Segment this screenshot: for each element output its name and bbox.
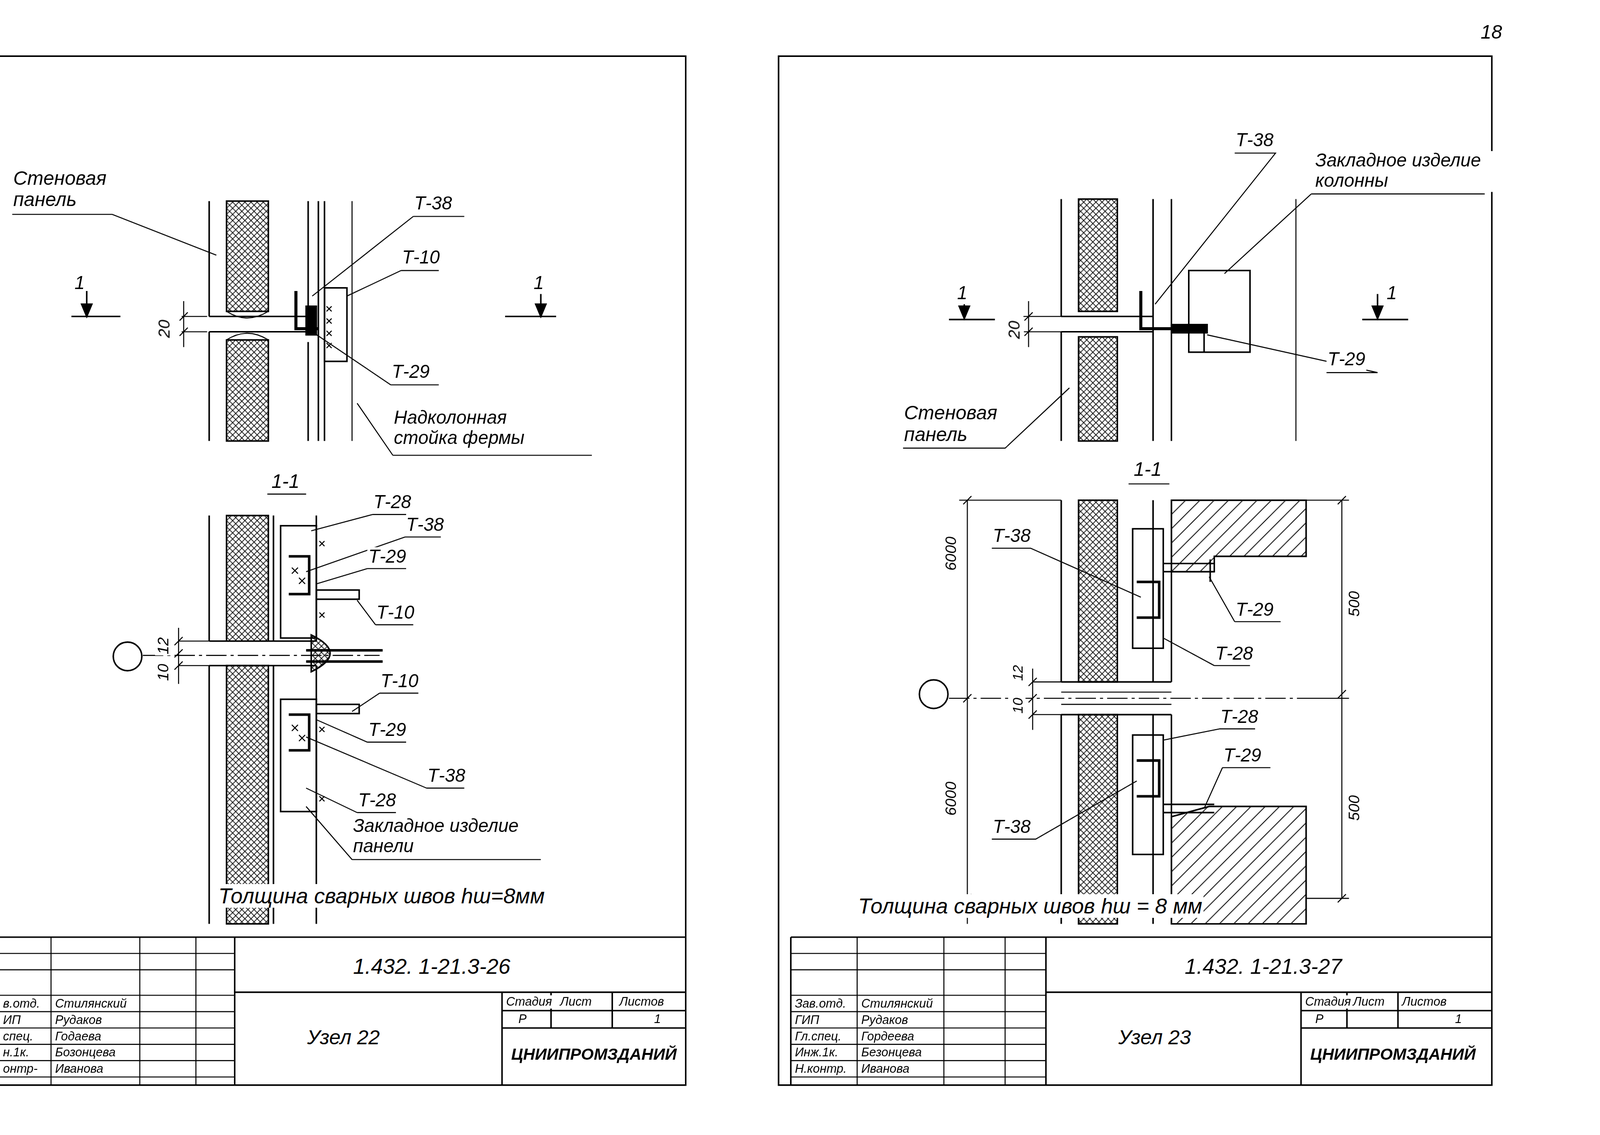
title-block-cell: н.1к.: [1, 1045, 30, 1060]
title-block-cell: Бозонцева: [54, 1045, 117, 1060]
part-mark: Т-38: [405, 515, 446, 536]
node-23-section: [919, 483, 1350, 924]
title-block-cell: Годаева: [54, 1029, 103, 1043]
title-block-cell: Гл.спец.: [793, 1029, 843, 1043]
dimension: 20: [1005, 319, 1024, 341]
part-name: Закладное изделие колонны: [1314, 150, 1495, 192]
dimension: 500: [1345, 589, 1363, 618]
organization-name: ЦНИИПРОМЗДАНИЙ: [1309, 1044, 1477, 1063]
title-block-cell: Стадия: [505, 995, 553, 1009]
part-mark: Т-10: [379, 671, 420, 692]
section-title: 1-1: [270, 471, 301, 493]
part-mark: Т-28: [372, 492, 413, 514]
title-block-cell: Лист: [559, 995, 593, 1009]
part-mark: Т-38: [413, 193, 454, 215]
title-block-cell: Н.контр.: [793, 1062, 848, 1076]
title-block-cell: Инж.1к.: [793, 1045, 840, 1060]
weld-note: Толщина сварных швов hш=8мм: [217, 883, 547, 908]
node-23-elevation: [902, 152, 1485, 448]
part-mark: Т-38: [991, 526, 1032, 548]
title-block-cell: Зав.отд.: [793, 997, 848, 1011]
dimension: 6000: [943, 535, 960, 572]
title-block-cell: спец.: [1, 1029, 35, 1043]
drawing-name: Узел 22: [306, 1025, 382, 1049]
part-name: Стеновая панель: [902, 403, 1008, 446]
part-mark: Т-28: [356, 790, 397, 811]
title-block-cell: Иванова: [54, 1062, 105, 1076]
title-block-cell: 1: [653, 1012, 662, 1026]
title-block-cell: 1: [1453, 1012, 1463, 1026]
title-block-cell: Стадия: [1304, 995, 1353, 1009]
dimension: 12: [155, 636, 173, 656]
title-block-cell: Р: [517, 1012, 528, 1026]
title-block-cell: Листов: [618, 995, 666, 1009]
dimension: 10: [1010, 696, 1026, 715]
page-number: 18: [1479, 22, 1504, 44]
organization-name: ЦНИИПРОМЗДАНИЙ: [510, 1044, 678, 1063]
title-block-cell: Р: [1314, 1012, 1325, 1026]
sheet-frames: [0, 55, 1492, 1085]
part-mark: Т-29: [1326, 350, 1367, 371]
weld-note: Толщина сварных швов hш = 8 мм: [857, 893, 1204, 918]
dimension: 10: [155, 662, 173, 683]
part-mark: Т-28: [1219, 707, 1260, 728]
title-block-cell: онтр-: [1, 1062, 39, 1076]
part-name: Стеновая панель: [12, 168, 117, 211]
title-block-cell: Стилянский: [860, 997, 934, 1011]
section-title: 1-1: [1132, 459, 1163, 481]
part-mark: Т-29: [367, 720, 408, 741]
title-block-cell: Иванова: [860, 1062, 911, 1076]
section-mark: 1: [1385, 283, 1398, 304]
section-mark: 1: [956, 283, 969, 304]
node-22-elevation: [12, 201, 592, 456]
part-mark: Т-38: [991, 817, 1032, 838]
title-block-cell: Листов: [1400, 995, 1448, 1009]
part-mark: Т-29: [1234, 600, 1275, 621]
part-mark: Т-10: [400, 247, 441, 269]
title-block-cell: Гордеева: [860, 1029, 916, 1043]
title-block-cell: Рудаков: [54, 1013, 103, 1027]
title-block-cell: ИП: [1, 1013, 22, 1027]
part-mark: Т-38: [1234, 130, 1275, 151]
title-block-cell: Лист: [1352, 995, 1386, 1009]
node-22-section: [113, 493, 541, 924]
section-mark: 1: [532, 273, 545, 294]
title-block-cell: в.отд.: [1, 997, 42, 1011]
dimension: 500: [1345, 793, 1363, 822]
document-code: 1.432. 1-21.3-26: [352, 954, 512, 978]
title-block-cell: Безонцева: [860, 1045, 923, 1060]
title-block-cell: Стилянский: [54, 997, 128, 1011]
title-block-cell: Рудаков: [860, 1013, 909, 1027]
document-code: 1.432. 1-21.3-27: [1183, 954, 1343, 978]
section-mark: 1: [73, 273, 86, 294]
part-mark: Т-28: [1214, 643, 1255, 665]
drawing-name: Узел 23: [1117, 1025, 1192, 1049]
part-mark: Т-38: [426, 766, 467, 787]
dimension: 6000: [943, 780, 960, 817]
part-mark: Т-29: [1222, 745, 1263, 766]
part-mark: Т-10: [375, 602, 416, 624]
dimension: 20: [155, 318, 174, 339]
title-block-cell: ГИП: [793, 1013, 821, 1027]
part-name: Закладное изделие панели: [352, 816, 548, 857]
dimension: 12: [1010, 663, 1026, 682]
part-mark: Т-29: [367, 547, 408, 568]
part-mark: Т-29: [390, 362, 431, 383]
part-name: Надколонная стойка фермы: [392, 408, 548, 449]
